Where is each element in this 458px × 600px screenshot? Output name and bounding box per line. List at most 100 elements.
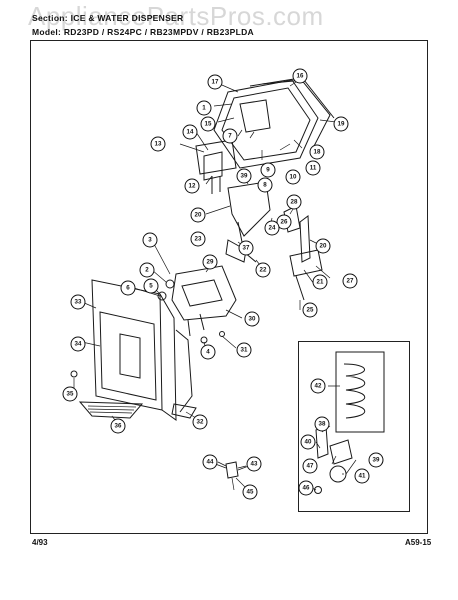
callout-14: 14	[182, 124, 198, 140]
callout-46: 46	[298, 480, 314, 496]
svg-text:10: 10	[290, 174, 297, 181]
callout-38: 38	[314, 416, 330, 432]
callout-5: 5	[143, 278, 159, 294]
callout-6: 6	[120, 280, 136, 296]
svg-text:39: 39	[241, 173, 248, 180]
dispenser-cover	[91, 279, 197, 421]
callout-30: 30	[244, 311, 260, 327]
svg-text:34: 34	[75, 341, 82, 348]
callout-39: 39	[236, 168, 252, 184]
svg-text:37: 37	[243, 245, 250, 252]
callout-22: 22	[255, 262, 271, 278]
callout-35: 35	[62, 386, 78, 402]
svg-text:36: 36	[115, 423, 122, 430]
svg-text:22: 22	[260, 267, 267, 274]
heater-inset-frame	[298, 341, 410, 512]
callout-47: 47	[302, 458, 318, 474]
callout-41: 41	[354, 468, 370, 484]
callout-12: 12	[184, 178, 200, 194]
callout-31: 31	[236, 342, 252, 358]
svg-text:38: 38	[319, 421, 326, 428]
spout-parts	[70, 370, 247, 491]
callout-32: 32	[192, 414, 208, 430]
svg-text:20: 20	[195, 212, 202, 219]
callout-20: 20	[190, 207, 206, 223]
svg-text:23: 23	[195, 236, 202, 243]
callout-8: 8	[257, 177, 273, 193]
svg-text:33: 33	[75, 299, 82, 306]
model-title: Model: RD23PD / RS24PC / RB23MPDV / RB23…	[32, 27, 254, 37]
callout-7: 7	[222, 128, 238, 144]
diagram-frame	[30, 40, 428, 534]
callout-21: 21	[312, 274, 328, 290]
callout-23: 23	[190, 231, 206, 247]
callout-44: 44	[202, 454, 218, 470]
callout-9: 9	[260, 162, 276, 178]
callout-15: 15	[200, 116, 216, 132]
svg-text:29: 29	[207, 259, 214, 266]
svg-text:6: 6	[126, 285, 130, 292]
callout-40: 40	[300, 434, 316, 450]
callout-1: 1	[196, 100, 212, 116]
callout-3: 3	[142, 232, 158, 248]
callout-20b: 20	[315, 238, 331, 254]
svg-text:39: 39	[373, 457, 380, 464]
svg-text:44: 44	[207, 459, 214, 466]
svg-text:8: 8	[263, 182, 267, 189]
svg-text:18: 18	[314, 149, 321, 156]
callout-28: 28	[286, 194, 302, 210]
callout-29: 29	[202, 254, 218, 270]
svg-text:32: 32	[197, 419, 204, 426]
callout-25: 25	[302, 302, 318, 318]
callout-2: 2	[139, 262, 155, 278]
svg-text:27: 27	[347, 278, 354, 285]
callout-18: 18	[309, 144, 325, 160]
svg-text:1: 1	[202, 105, 206, 112]
svg-text:24: 24	[269, 225, 276, 232]
callout-36: 36	[110, 418, 126, 434]
svg-text:40: 40	[305, 439, 312, 446]
svg-text:46: 46	[303, 485, 310, 492]
svg-text:31: 31	[241, 347, 248, 354]
callout-4: 4	[200, 344, 216, 360]
callout-11: 11	[305, 160, 321, 176]
callout-45: 45	[242, 484, 258, 500]
svg-text:14: 14	[187, 129, 194, 136]
callout-19: 19	[333, 116, 349, 132]
drip-tray	[78, 401, 144, 419]
callout-34: 34	[70, 336, 86, 352]
callout-43: 43	[246, 456, 262, 472]
svg-text:47: 47	[307, 463, 314, 470]
svg-text:20: 20	[320, 243, 327, 250]
svg-text:26: 26	[281, 219, 288, 226]
revision-date: 4/93	[32, 538, 48, 547]
svg-text:15: 15	[205, 121, 212, 128]
svg-text:41: 41	[359, 473, 366, 480]
section-title: Section: ICE & WATER DISPENSER	[32, 13, 184, 23]
svg-text:2: 2	[145, 267, 149, 274]
watermark: AppliancePartsPros.com	[28, 1, 324, 31]
svg-text:35: 35	[67, 391, 74, 398]
svg-text:16: 16	[297, 73, 304, 80]
svg-text:9: 9	[266, 167, 270, 174]
callout-27: 27	[342, 273, 358, 289]
svg-text:5: 5	[149, 283, 153, 290]
svg-text:4: 4	[206, 349, 210, 356]
callout-16: 16	[292, 68, 308, 84]
callout-17: 17	[207, 74, 223, 90]
svg-text:21: 21	[317, 279, 324, 286]
callout-33: 33	[70, 294, 86, 310]
svg-text:12: 12	[189, 183, 196, 190]
svg-text:17: 17	[212, 79, 219, 86]
svg-text:25: 25	[307, 307, 314, 314]
svg-text:3: 3	[148, 237, 152, 244]
svg-text:42: 42	[315, 383, 322, 390]
svg-text:11: 11	[310, 165, 317, 172]
svg-text:43: 43	[251, 461, 258, 468]
callout-37: 37	[238, 240, 254, 256]
svg-text:45: 45	[247, 489, 254, 496]
svg-text:7: 7	[228, 133, 232, 140]
callout-42: 42	[310, 378, 326, 394]
